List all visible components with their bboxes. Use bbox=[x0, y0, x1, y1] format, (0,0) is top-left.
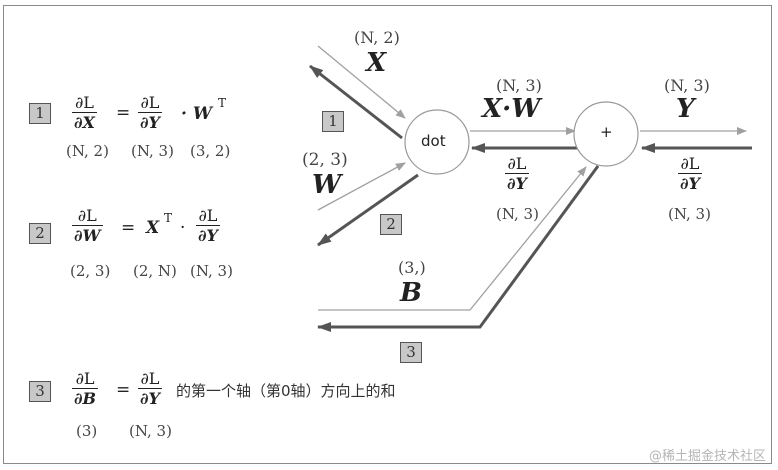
eq2-equals: = bbox=[121, 218, 136, 238]
eq2-rhs-head: X bbox=[146, 218, 160, 238]
eq1-rhs-den: ∂Y bbox=[138, 112, 162, 132]
eq3-lhs-num: ∂L bbox=[75, 369, 95, 388]
y-label: Y bbox=[676, 94, 695, 124]
graph-box-2: 2 bbox=[380, 214, 402, 235]
eq3-rhs-num: ∂L bbox=[140, 369, 160, 388]
eq3-rhs-fraction: ∂L ∂Y bbox=[138, 369, 162, 408]
xw-label: X·W bbox=[482, 94, 541, 124]
grad-mid-fraction: ∂L ∂Y bbox=[505, 154, 529, 193]
figure-frame bbox=[3, 5, 772, 464]
grad-right-den: ∂Y bbox=[678, 173, 702, 193]
x-backward-arrow bbox=[309, 64, 403, 140]
eq2-rhs-sup: T bbox=[164, 211, 173, 225]
x-label: X bbox=[366, 48, 387, 78]
eq3-shape-2: (N, 3) bbox=[129, 422, 172, 440]
eq1-rhs-num: ∂L bbox=[140, 93, 160, 112]
eq2-rhs-num: ∂L bbox=[198, 206, 218, 225]
grad-mid-den: ∂Y bbox=[505, 173, 529, 193]
eq2-lhs-num: ∂L bbox=[77, 206, 97, 225]
dot-node-label: dot bbox=[421, 132, 446, 150]
b-forward-arrow bbox=[318, 166, 587, 311]
x-shape-label: (N, 2) bbox=[354, 28, 400, 47]
eq2-rhs-fraction: ∂L ∂Y bbox=[196, 206, 220, 245]
eq3-description: 的第一个轴（第0轴）方向上的和 bbox=[176, 382, 396, 400]
eq3-box: 3 bbox=[29, 381, 51, 402]
eq2-shape-1: (2, 3) bbox=[70, 262, 111, 280]
eq2-lhs-den: ∂W bbox=[72, 225, 103, 245]
w-backward-arrow bbox=[317, 173, 419, 247]
w-forward-arrow bbox=[317, 162, 406, 211]
b-label: B bbox=[400, 278, 422, 308]
eq1-shape-3: (3, 2) bbox=[190, 142, 231, 160]
eq2-box: 2 bbox=[29, 223, 51, 244]
xw-shape-label: (N, 3) bbox=[496, 76, 542, 95]
eq2-shape-3: (N, 3) bbox=[190, 262, 233, 280]
eq3-lhs-fraction: ∂L ∂B bbox=[72, 369, 99, 408]
eq3-lhs-den: ∂B bbox=[72, 388, 99, 408]
b-shape-label: (3,) bbox=[398, 258, 426, 277]
eq2-rhs-dot: · bbox=[180, 218, 186, 238]
eq1-shape-2: (N, 3) bbox=[131, 142, 174, 160]
plus-node-label: + bbox=[600, 123, 613, 141]
eq2-rhs-den: ∂Y bbox=[196, 225, 220, 245]
y-shape-label: (N, 3) bbox=[664, 76, 710, 95]
eq1-lhs-den: ∂X bbox=[72, 112, 97, 132]
grad-mid-num: ∂L bbox=[507, 154, 527, 173]
eq1-rhs-tail: · W bbox=[181, 104, 212, 124]
eq2-shape-2: (2, N) bbox=[133, 262, 177, 280]
eq3-shape-1: (3) bbox=[76, 422, 98, 440]
eq1-rhs-fraction: ∂L ∂Y bbox=[138, 93, 162, 132]
eq1-rhs-sup: T bbox=[218, 96, 227, 110]
dot-node bbox=[404, 109, 470, 175]
grad-right-shape: (N, 3) bbox=[668, 205, 711, 223]
eq1-box: 1 bbox=[29, 103, 51, 124]
w-shape-label: (2, 3) bbox=[302, 150, 348, 170]
graph-box-1: 1 bbox=[322, 111, 344, 132]
w-label: W bbox=[312, 170, 342, 200]
eq2-lhs-fraction: ∂L ∂W bbox=[72, 206, 103, 245]
eq3-equals: = bbox=[116, 380, 131, 400]
plus-node bbox=[573, 101, 639, 167]
grad-mid-shape: (N, 3) bbox=[496, 205, 539, 223]
grad-right-num: ∂L bbox=[680, 154, 700, 173]
eq1-lhs-fraction: ∂L ∂X bbox=[72, 93, 97, 132]
eq1-shape-1: (N, 2) bbox=[66, 142, 109, 160]
eq1-equals: = bbox=[116, 103, 131, 123]
graph-box-3: 3 bbox=[400, 342, 422, 363]
watermark: @稀土掘金技术社区 bbox=[648, 449, 766, 464]
eq3-rhs-den: ∂Y bbox=[138, 388, 162, 408]
x-forward-arrow bbox=[317, 45, 406, 119]
b-backward-arrow bbox=[317, 165, 600, 332]
eq1-lhs-num: ∂L bbox=[75, 93, 94, 112]
grad-right-fraction: ∂L ∂Y bbox=[678, 154, 702, 193]
